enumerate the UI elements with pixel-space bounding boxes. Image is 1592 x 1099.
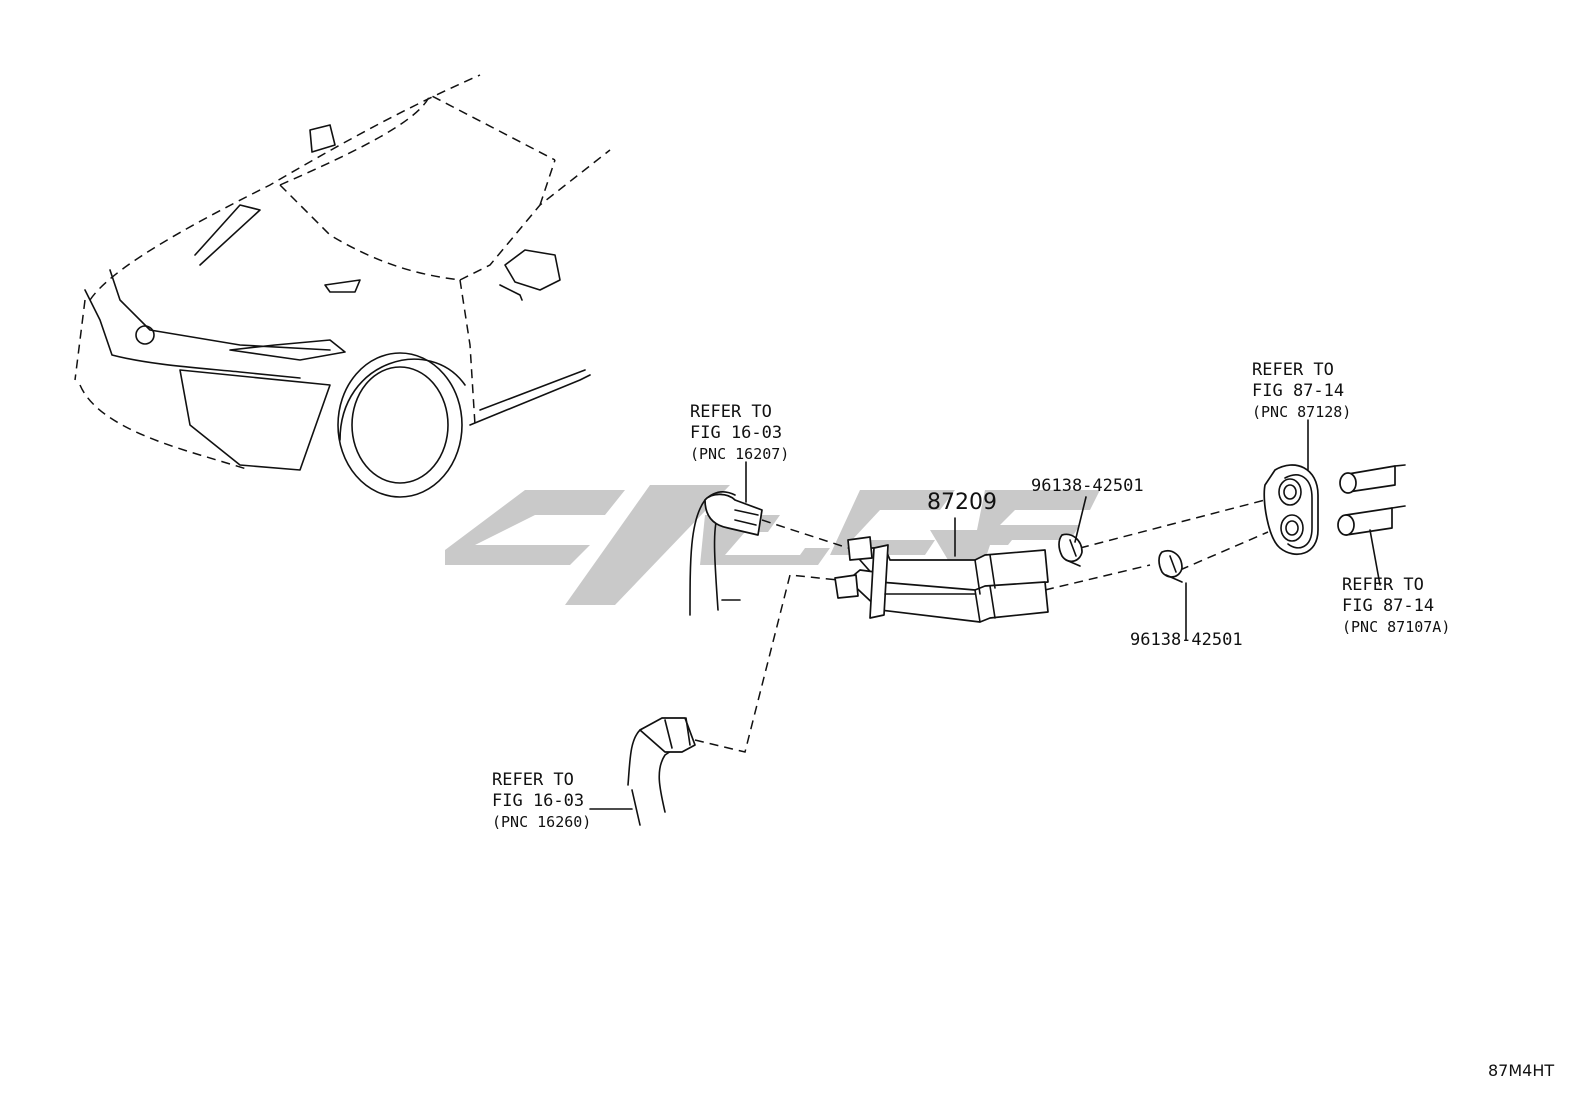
heater-core bbox=[834, 536, 1049, 623]
callout-heater-outlet: REFER TO FIG 16-03 (PNC 16207) bbox=[690, 402, 790, 463]
figure-code: 87M4HT bbox=[1488, 1061, 1555, 1080]
assembly-lines bbox=[694, 499, 1269, 753]
callout-pipe: REFER TO FIG 87-14 (PNC 87107A) bbox=[1342, 575, 1451, 636]
part-number-clip-upper: 96138-42501 bbox=[1031, 476, 1144, 496]
callout-grommet: REFER TO FIG 87-14 (PNC 87128) bbox=[1252, 360, 1352, 421]
leader-lines bbox=[589, 419, 1381, 810]
heater-outlet-hose bbox=[689, 490, 763, 616]
heater-inlet-hose bbox=[627, 717, 696, 826]
refrigerant-pipes bbox=[1337, 464, 1406, 536]
grommet bbox=[1263, 464, 1319, 556]
callout-heater-inlet: REFER TO FIG 16-03 (PNC 16260) bbox=[492, 770, 592, 831]
pipe-clips bbox=[1058, 533, 1183, 583]
part-number-clip-lower: 96138-42501 bbox=[1130, 630, 1243, 650]
part-number-heater-core: 87209 bbox=[927, 490, 997, 515]
car-outline bbox=[74, 74, 611, 498]
